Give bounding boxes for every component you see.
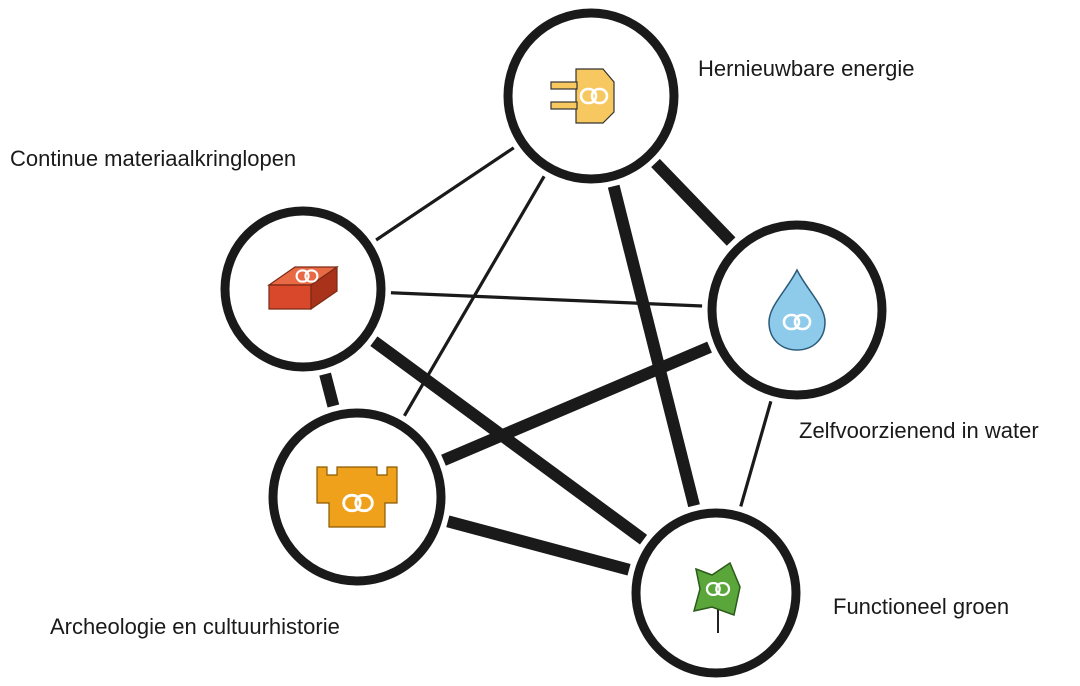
label-hernieuwbare-energie: Hernieuwbare energie [698, 56, 915, 81]
edge-material-green [370, 336, 648, 545]
edge-energy-material [375, 146, 515, 242]
edge-energy-green [607, 184, 700, 508]
label-archeologie-en-cultuurhistorie: Archeologie en cultuurhistorie [50, 614, 340, 639]
edge-material-arch [319, 372, 340, 408]
label-zelfvoorzienend-in-water: Zelfvoorzienend in water [799, 418, 1039, 443]
water-drop-icon [768, 268, 826, 351]
edge-water-arch [441, 341, 712, 466]
node-green [631, 508, 801, 678]
label-continue-materiaalkringlopen: Continue materiaalkringlopen [10, 146, 297, 171]
leaf-icon [692, 561, 741, 633]
node-energy [503, 8, 679, 184]
edge-energy-water [651, 158, 736, 246]
node-water [707, 220, 887, 400]
edge-water-green [739, 400, 773, 507]
node-arch [268, 408, 446, 586]
castle-icon [316, 466, 398, 528]
edge-material-water [390, 291, 703, 308]
node-material [220, 206, 386, 372]
brick-icon [267, 265, 339, 311]
plug-icon [550, 68, 615, 124]
edge-arch-green [446, 515, 631, 576]
label-functioneel-groen: Functioneel groen [833, 594, 1010, 619]
